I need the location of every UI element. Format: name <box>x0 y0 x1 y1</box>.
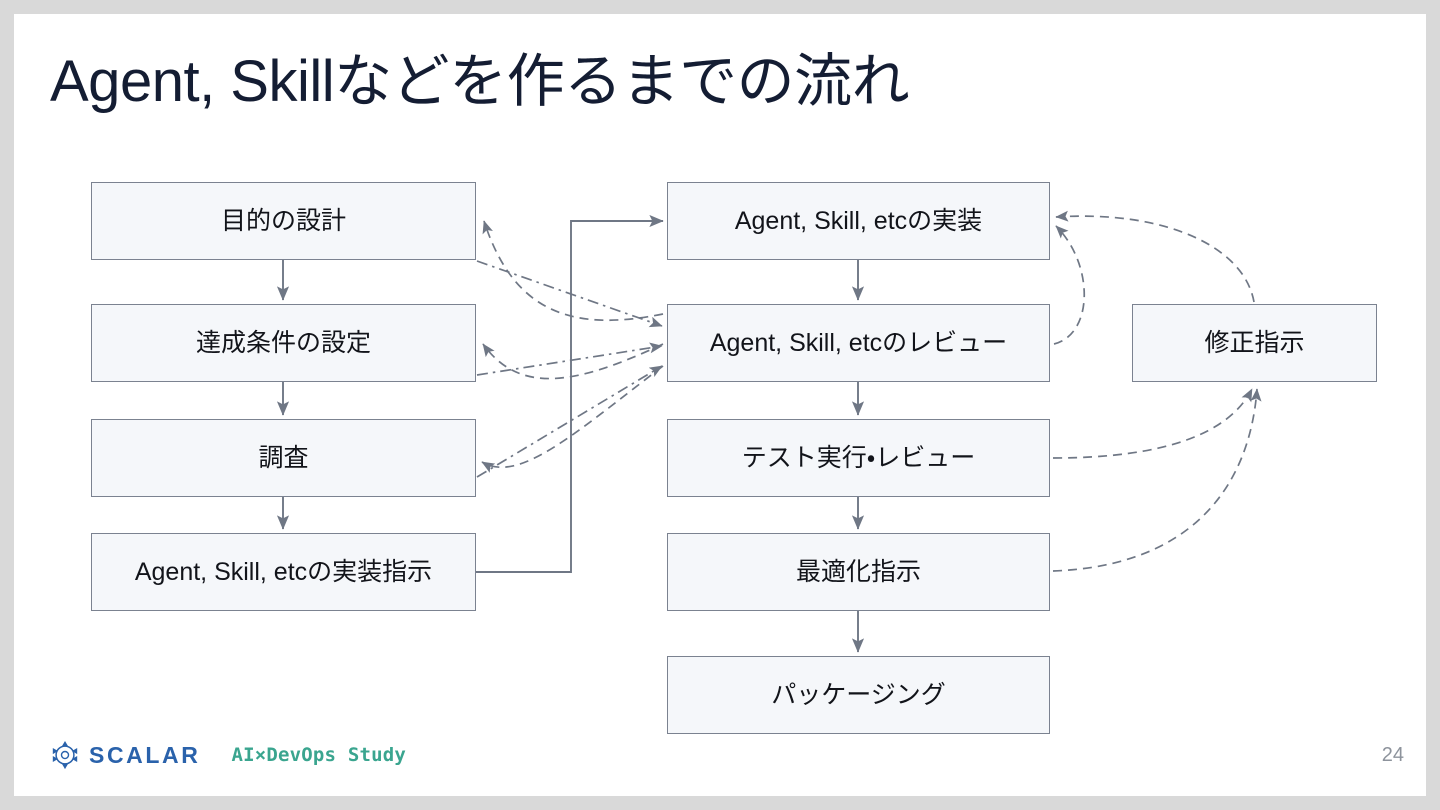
node-criteria[interactable]: 達成条件の設定 <box>91 304 476 382</box>
node-optimize[interactable]: 最適化指示 <box>667 533 1050 611</box>
edge-review-criteria <box>482 343 664 380</box>
page-title: Agent, Skillなどを作るまでの流れ <box>50 49 910 114</box>
node-packaging[interactable]: パッケージング <box>667 656 1050 734</box>
node-research[interactable]: 調査 <box>91 419 476 497</box>
flowchart-diagram: 目的の設計 達成条件の設定 調査 Agent, Skill, etcの実装指示 … <box>14 14 1426 796</box>
edge-review-purpose <box>482 220 664 321</box>
scalar-emblem-icon <box>52 740 78 770</box>
brand-lockup: SCALAR AI×DevOps Study <box>50 740 406 770</box>
edge-review-implement <box>1053 225 1085 345</box>
node-test-review[interactable]: テスト実行・レビュー <box>667 419 1050 497</box>
flowchart-edges <box>276 210 1262 653</box>
edge-implorder-implement <box>476 214 664 573</box>
page-number: 24 <box>1381 744 1404 766</box>
node-purpose[interactable]: 目的の設計 <box>91 182 476 260</box>
edge-review-research <box>481 365 664 473</box>
node-review[interactable]: Agent, Skill, etcのレビュー <box>667 304 1050 382</box>
brand-name: SCALAR <box>89 741 201 768</box>
edge-optimize-fixorder <box>1052 388 1262 572</box>
node-fix-order[interactable]: 修正指示 <box>1132 304 1377 382</box>
edge-criteria-review <box>476 342 663 376</box>
node-implement[interactable]: Agent, Skill, etcの実装 <box>667 182 1050 260</box>
edge-fixorder-implement <box>1055 210 1255 303</box>
slide-footer: SCALAR AI×DevOps Study 24 <box>14 726 1426 796</box>
edge-testreview-fixorder <box>1052 388 1253 459</box>
slide-canvas: Agent, Skillなどを作るまでの流れ <box>14 14 1426 796</box>
event-name: AI×DevOps Study <box>231 743 407 766</box>
edge-research-review <box>476 365 663 478</box>
node-implementation-order[interactable]: Agent, Skill, etcの実装指示 <box>91 533 476 611</box>
